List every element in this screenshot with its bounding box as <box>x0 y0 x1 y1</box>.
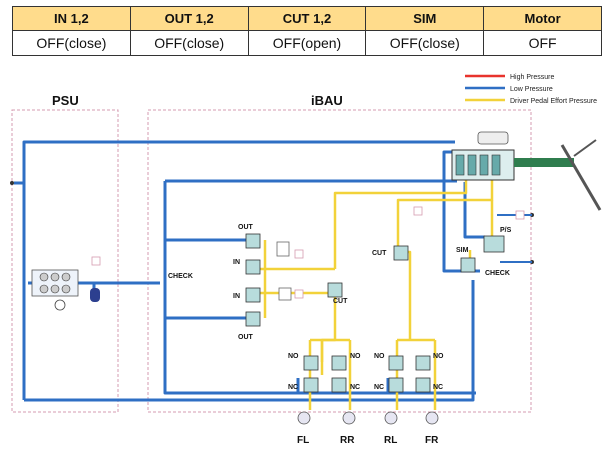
label-cut-right: CUT <box>372 250 387 257</box>
wheel-rl-label: RL <box>384 435 397 446</box>
value-sim: OFF(close) <box>365 30 485 56</box>
legend-label-low: Low Pressure <box>510 86 553 93</box>
wheel-fr-label: FR <box>425 435 439 446</box>
legend-label-pedal: Driver Pedal Effort Pressure <box>510 98 597 105</box>
label-no-4: NO <box>433 353 444 360</box>
pressure-sensor <box>483 235 505 253</box>
valve-nc-2 <box>331 377 347 393</box>
valves <box>245 233 505 393</box>
legend: High Pressure Low Pressure Driver Pedal … <box>465 74 597 105</box>
label-in-top: IN <box>233 259 240 266</box>
value-motor: OFF <box>483 30 602 56</box>
status-header-row: IN 1,2 OUT 1,2 CUT 1,2 SIM Motor <box>12 6 602 31</box>
psu-pump <box>31 256 101 311</box>
valve-no-2 <box>331 355 347 371</box>
label-no-2: NO <box>350 353 361 360</box>
wheel-rr-icon <box>342 411 356 425</box>
pedal-rod <box>514 158 574 167</box>
ibau-box <box>147 109 532 413</box>
value-in: OFF(close) <box>12 30 131 56</box>
valve-no-1 <box>303 355 319 371</box>
component-labels: OUT IN IN OUT CHECK CUT CUT SIM P/S CHEC… <box>168 224 512 391</box>
label-in-bottom: IN <box>233 293 240 300</box>
ibau-label: iBAU <box>311 93 343 108</box>
label-cut-left: CUT <box>333 298 348 305</box>
psu-box <box>11 109 119 413</box>
label-no-3: NO <box>374 353 385 360</box>
master-cylinder <box>451 131 602 211</box>
reservoir <box>477 131 509 145</box>
wheel-rl-icon <box>384 411 398 425</box>
wheel-fl-label: FL <box>297 435 309 446</box>
label-check-left: CHECK <box>168 273 193 280</box>
valve-out-bottom <box>245 311 261 327</box>
valve-nc-3 <box>388 377 404 393</box>
label-sim: SIM <box>456 247 469 254</box>
wheel-fr-icon <box>425 411 439 425</box>
label-check-right: CHECK <box>485 270 510 277</box>
label-out-bottom: OUT <box>238 334 254 341</box>
label-nc-4: NC <box>433 384 443 391</box>
label-nc-2: NC <box>350 384 360 391</box>
wheel-fl-icon <box>297 411 311 425</box>
pedal-effort-lines <box>250 174 494 410</box>
valve-in-top <box>245 259 261 275</box>
legend-label-high: High Pressure <box>510 74 554 81</box>
valve-nc-4 <box>415 377 431 393</box>
valve-cut-left <box>327 282 343 298</box>
accumulators <box>276 206 525 301</box>
psu-label: PSU <box>52 93 79 108</box>
wheel-brakes: FL RR RL FR <box>297 411 439 446</box>
label-no-1: NO <box>288 353 299 360</box>
valve-status-table: IN 1,2 OUT 1,2 CUT 1,2 SIM Motor OFF(clo… <box>12 6 602 56</box>
low-pressure-lines <box>14 140 485 402</box>
label-out-top: OUT <box>238 224 254 231</box>
label-ps: P/S <box>500 227 512 234</box>
value-cut: OFF(open) <box>247 30 367 56</box>
valve-nc-1 <box>303 377 319 393</box>
wheel-rr-label: RR <box>340 435 355 446</box>
valve-cut-right <box>393 245 409 261</box>
label-nc-1: NC <box>288 384 298 391</box>
brake-pedal <box>560 144 602 211</box>
valve-sim <box>460 257 476 273</box>
valve-in-bottom <box>245 287 261 303</box>
value-out: OFF(close) <box>129 30 249 56</box>
label-nc-3: NC <box>374 384 384 391</box>
header-motor: Motor <box>483 6 602 31</box>
valve-no-4 <box>415 355 431 371</box>
header-in: IN 1,2 <box>12 6 131 31</box>
status-value-row: OFF(close) OFF(close) OFF(open) OFF(clos… <box>12 30 602 56</box>
valve-no-3 <box>388 355 404 371</box>
valve-out-top <box>245 233 261 249</box>
header-sim: SIM <box>365 6 485 31</box>
